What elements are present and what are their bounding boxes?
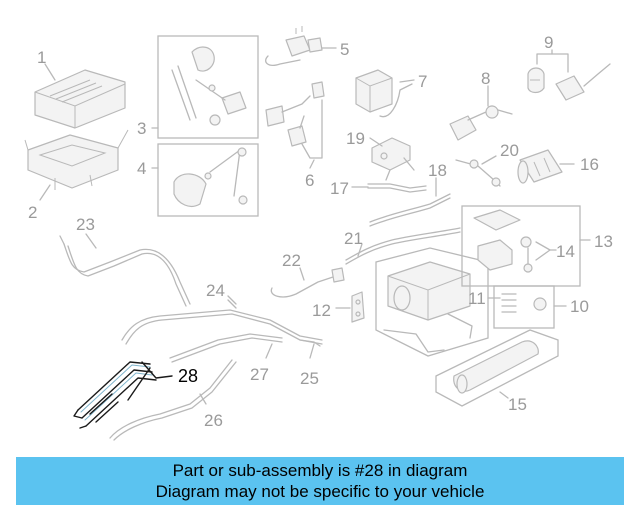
part-number-27: 27: [250, 365, 269, 384]
part-26-air-line: [109, 359, 237, 441]
part-number-8: 8: [481, 69, 490, 88]
part-13-mount: [473, 209, 533, 273]
part-number-2: 2: [28, 203, 37, 222]
part-number-16: 16: [580, 155, 599, 174]
part-number-25: 25: [300, 369, 319, 388]
part-5-sensor: [265, 26, 323, 66]
info-banner-line-2: Diagram may not be specific to your vehi…: [155, 482, 485, 501]
part-number-21: 21: [344, 229, 363, 248]
info-banner: Part or sub-assembly is #28 in diagram D…: [16, 457, 624, 505]
parts-diagram-svg: 1 2 3 4 5: [24, 26, 613, 441]
part-number-11: 11: [468, 289, 486, 308]
part-number-23: 23: [76, 215, 95, 234]
part-25-fitting: [299, 339, 321, 347]
part-9-hose: [527, 63, 611, 101]
part-17-air-line: [367, 183, 427, 193]
part-number-7: 7: [418, 72, 427, 91]
part-15-air-tank: [453, 340, 539, 394]
part-10-group-box: [493, 285, 555, 329]
parts-diagram: 1 2 3 4 5: [24, 26, 613, 441]
part-number-13: 13: [594, 232, 613, 251]
part-number-5: 5: [340, 40, 349, 59]
part-number-1: 1: [37, 48, 46, 67]
part-number-10: 10: [570, 297, 589, 316]
part-27-air-line: [169, 333, 283, 363]
part-18-air-line: [369, 193, 451, 227]
part-number-18: 18: [428, 161, 447, 180]
part-11-spring: [501, 293, 547, 313]
part-number-6: 6: [305, 171, 314, 190]
part-number-15: 15: [508, 395, 527, 414]
part-20-valve: [455, 159, 501, 187]
part-6-harness: [265, 81, 325, 147]
part-number-26: 26: [204, 411, 223, 430]
part-15-group-box: [435, 329, 559, 407]
part-19-valve-block: [371, 137, 415, 181]
part-22-sensor-wire: [270, 267, 345, 298]
part-24-air-line: [121, 299, 323, 345]
part-4-group-box: [157, 143, 259, 217]
part-3-group-box: [157, 35, 259, 139]
part-4-sensor-bracket: [173, 147, 248, 207]
part-28-line-set: [73, 361, 157, 429]
part-number-12: 12: [312, 301, 331, 320]
part-number-14: 14: [556, 242, 575, 261]
part-3-level-sensor: [171, 46, 247, 126]
part-number-4: 4: [137, 159, 146, 178]
compressor-assembly-outline: [375, 247, 489, 357]
part-number-19: 19: [346, 129, 365, 148]
part-1-control-module: [34, 69, 126, 129]
compressor-assembly: [383, 261, 473, 353]
part-28-leader-line: [141, 361, 173, 379]
part-number-24: 24: [206, 281, 225, 300]
part-number-9: 9: [544, 33, 553, 52]
part-number-28-callout: 28: [178, 366, 198, 386]
part-number-17: 17: [330, 179, 349, 198]
info-banner-line-1: Part or sub-assembly is #28 in diagram: [172, 461, 468, 480]
part-number-22: 22: [282, 251, 301, 270]
part-7-compressor: [355, 69, 413, 118]
part-23-air-line: [59, 235, 191, 307]
part-21-air-line: [345, 227, 461, 265]
part-number-3: 3: [137, 119, 146, 138]
part-12-bracket: [351, 291, 365, 323]
part-8-relay: [449, 105, 513, 141]
part-2-bracket: [24, 129, 129, 190]
part-number-20: 20: [500, 141, 519, 160]
part-16-canister: [517, 149, 563, 184]
